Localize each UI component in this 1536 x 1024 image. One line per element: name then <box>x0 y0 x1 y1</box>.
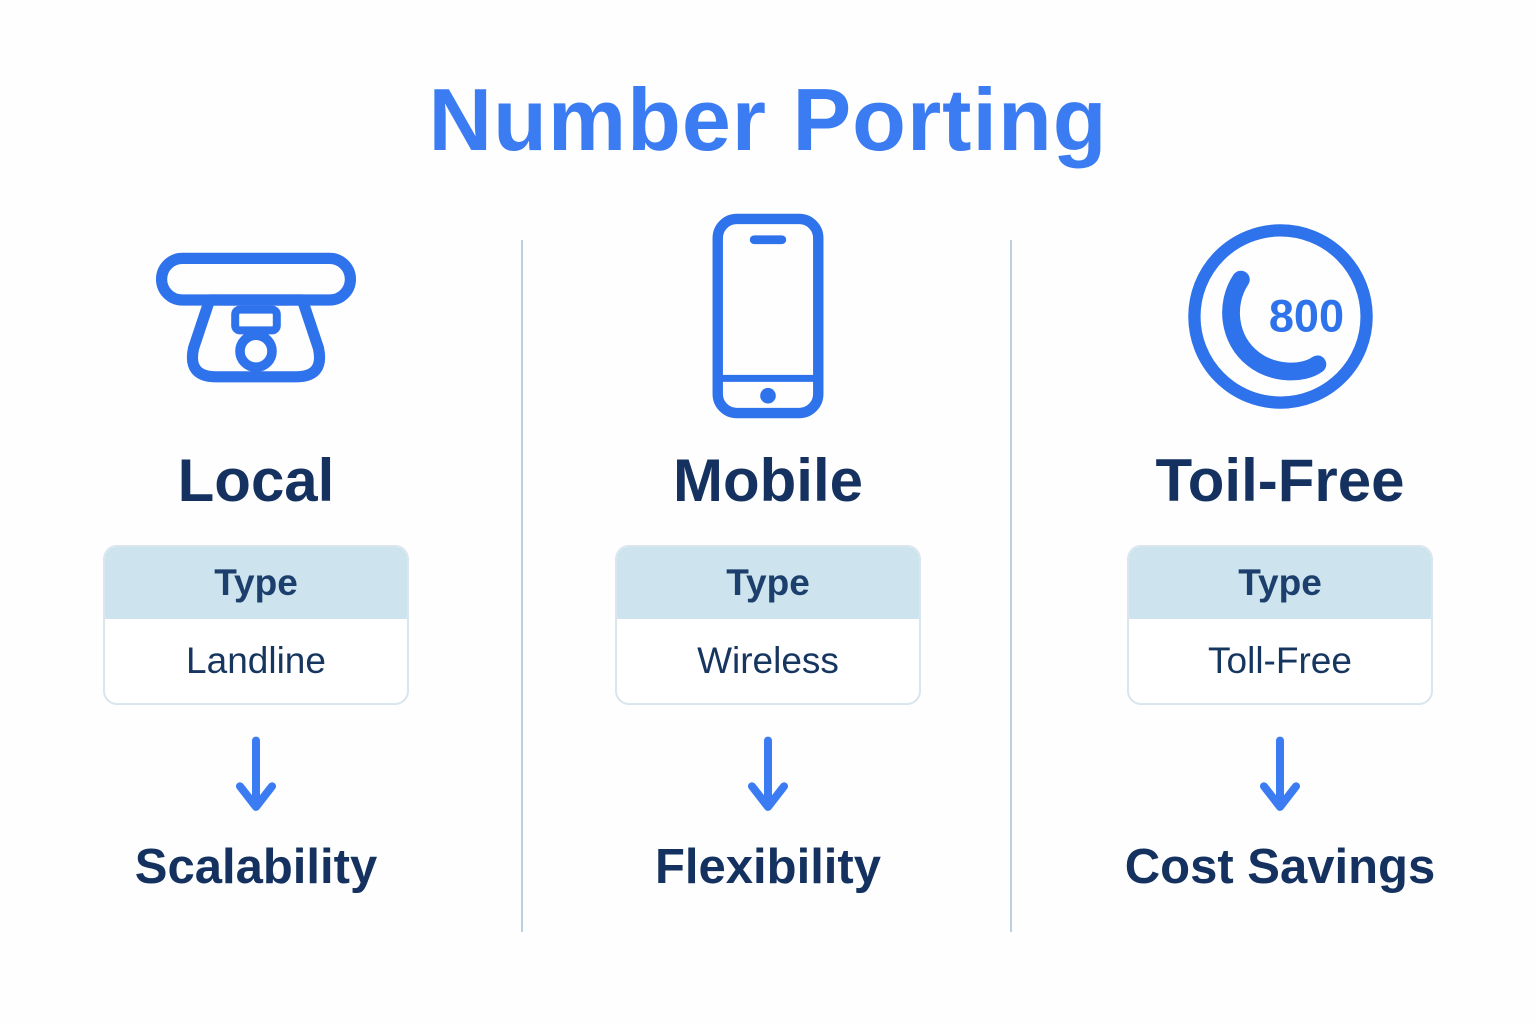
local-icon-box <box>152 209 360 424</box>
toll-free-800-icon: 800 <box>1178 214 1383 419</box>
table-value-cell: Wireless <box>697 639 839 681</box>
smartphone-icon <box>707 212 829 420</box>
down-arrow-icon <box>233 736 279 816</box>
column-local: Local Type Landline Scalability <box>0 209 512 895</box>
arrow-box <box>1257 733 1303 819</box>
column-heading: Local <box>177 446 335 514</box>
columns-row: Local Type Landline Scalability <box>0 209 1536 895</box>
benefit-label: Flexibility <box>654 839 881 894</box>
column-divider <box>1010 240 1012 932</box>
type-table: Type Toll-Free <box>1127 544 1433 705</box>
table-value-cell: Landline <box>186 639 326 681</box>
column-mobile: Mobile Type Wireless Flexibility <box>512 209 1024 895</box>
table-header-cell: Type <box>1129 546 1431 619</box>
benefit-label: Cost Savings <box>1124 839 1436 894</box>
type-table: Type Wireless <box>615 544 921 705</box>
table-value-cell: Toll-Free <box>1208 639 1352 681</box>
toll-free-icon-box: 800 <box>1178 209 1383 424</box>
benefit-label: Scalability <box>134 839 378 894</box>
column-heading: Toil-Free <box>1155 446 1405 514</box>
arrow-box <box>233 733 279 819</box>
column-toll-free: 800 Toil-Free Type Toll-Free Cost Saving… <box>1024 209 1536 895</box>
rotary-phone-icon <box>152 236 360 396</box>
type-table: Type Landline <box>103 544 409 705</box>
table-header-cell: Type <box>617 546 919 619</box>
table-header-cell: Type <box>105 546 407 619</box>
arrow-box <box>745 733 791 819</box>
column-heading: Mobile <box>673 446 863 514</box>
down-arrow-icon <box>1257 736 1303 816</box>
down-arrow-icon <box>745 736 791 816</box>
toll-free-number-label: 800 <box>1268 290 1343 341</box>
column-divider <box>521 240 523 932</box>
mobile-icon-box <box>707 209 829 424</box>
page-title: Number Porting <box>428 70 1108 169</box>
